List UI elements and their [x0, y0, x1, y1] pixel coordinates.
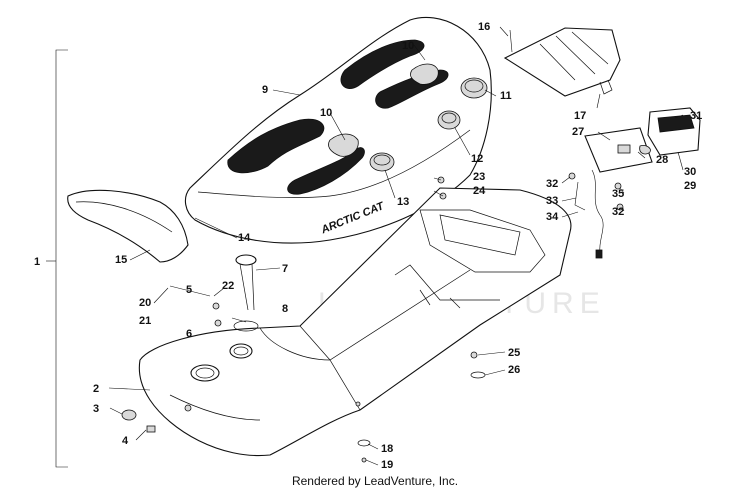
- callout-12: 12: [471, 153, 483, 165]
- callout-20: 20: [139, 297, 151, 309]
- callout-19: 19: [381, 459, 393, 471]
- callout-labels: 1 2 3 4 5 6 7 8 9 10 10 11 12 13 14 15 1…: [34, 21, 702, 471]
- callout-16: 16: [478, 21, 490, 33]
- seat-trim-15: [67, 189, 189, 263]
- callout-23: 23: [473, 171, 485, 183]
- callout-26: 26: [508, 364, 520, 376]
- footer-credit: Rendered by LeadVenture, Inc.: [291, 474, 459, 488]
- rear-cover-17: [503, 27, 621, 97]
- assembly-bracket: [46, 49, 68, 468]
- callout-14: 14: [238, 232, 251, 244]
- callout-22: 22: [222, 280, 234, 292]
- callout-29: 29: [684, 180, 696, 192]
- callout-25: 25: [508, 347, 520, 359]
- callout-18: 18: [381, 443, 393, 455]
- leader-lines: [108, 26, 684, 466]
- callout-30: 30: [684, 166, 696, 178]
- callout-5: 5: [186, 284, 192, 296]
- callout-21: 21: [139, 315, 151, 327]
- callout-13: 13: [397, 196, 409, 208]
- callout-9: 9: [262, 84, 268, 96]
- callout-31: 31: [690, 110, 702, 122]
- taillight-assembly: [568, 107, 701, 259]
- callout-35: 35: [612, 188, 624, 200]
- callout-27: 27: [572, 126, 584, 138]
- callout-6: 6: [186, 328, 192, 340]
- callout-10a: 10: [402, 40, 414, 52]
- callout-10b: 10: [320, 107, 332, 119]
- fuel-sender-7: [233, 254, 259, 332]
- callout-32b: 32: [612, 206, 624, 218]
- callout-28: 28: [656, 154, 668, 166]
- callout-2: 2: [93, 383, 99, 395]
- callout-1: 1: [34, 256, 40, 268]
- callout-8: 8: [282, 303, 288, 315]
- callout-4: 4: [122, 435, 129, 447]
- callout-3: 3: [93, 403, 99, 415]
- callout-11: 11: [500, 90, 512, 102]
- callout-24: 24: [473, 185, 486, 197]
- callout-17: 17: [574, 110, 586, 122]
- seat-cushion: ARCTIC CAT: [184, 16, 492, 244]
- callout-7: 7: [282, 263, 288, 275]
- callout-32a: 32: [546, 178, 558, 190]
- callout-34: 34: [546, 211, 559, 223]
- seat-caps: [369, 77, 488, 172]
- callout-15: 15: [115, 254, 127, 266]
- callout-33: 33: [546, 195, 558, 207]
